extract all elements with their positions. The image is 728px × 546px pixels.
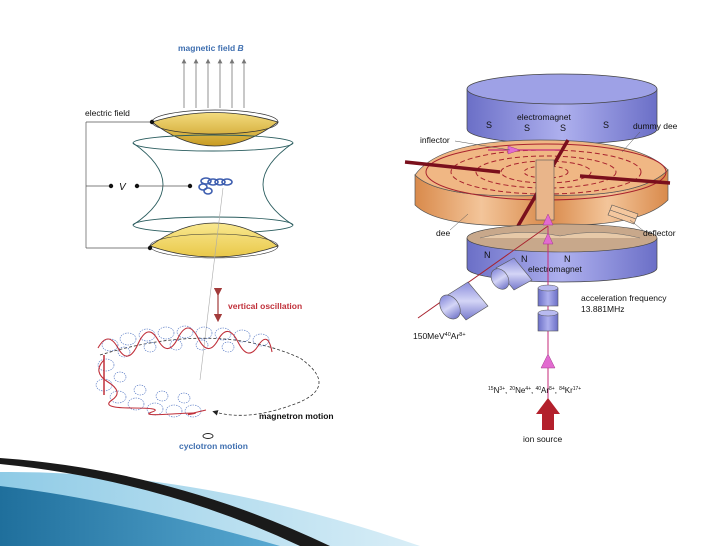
electromagnet-bottom-label: electromagnet xyxy=(528,264,583,274)
acceleration-frequency-label: acceleration frequency xyxy=(581,293,667,303)
ion-source-arrow xyxy=(536,398,560,430)
pole-n-2: N xyxy=(521,254,528,264)
penning-trap-diagram: magnetic field B xyxy=(85,43,334,451)
beam-out-label: 150MeV40Ar8+ xyxy=(413,331,466,341)
bottom-electrode xyxy=(149,222,279,258)
electromagnet-top-label: electromagnet xyxy=(517,112,572,122)
deflector-leader xyxy=(629,219,646,233)
beam-tube-2 xyxy=(439,281,489,321)
pole-n-3: N xyxy=(564,254,571,264)
deflector xyxy=(607,204,639,225)
acceleration-frequency-value: 13.881MHz xyxy=(581,304,624,314)
deflector-label: deflector xyxy=(643,228,676,238)
cyclotron-diagram: electromagnet S S S S xyxy=(404,73,678,444)
top-electrode xyxy=(151,112,279,147)
voltage-label: V xyxy=(119,182,127,193)
electric-field-label: electric field xyxy=(85,108,130,118)
pole-s-1: S xyxy=(486,120,492,130)
beam-tube-1 xyxy=(490,257,533,291)
pole-s-3: S xyxy=(560,123,566,133)
trapped-ion-spiral xyxy=(198,177,233,195)
vertical-oscillation-label: vertical oscillation xyxy=(228,301,302,311)
cyclotron-motion-icon xyxy=(202,433,214,439)
inflector-leader xyxy=(454,140,511,151)
injection-arrows xyxy=(540,213,556,369)
electric-field-circuit xyxy=(85,121,190,249)
inflector-label: inflector xyxy=(420,135,450,145)
magnetic-field-arrows xyxy=(181,58,247,108)
dummy-dee-label: dummy dee xyxy=(633,121,678,131)
inflector-beam xyxy=(488,145,560,155)
footer-swoosh xyxy=(0,458,420,546)
dee-leader xyxy=(449,213,469,231)
pole-n-1: N xyxy=(484,250,491,260)
ion-source-label: ion source xyxy=(523,434,562,444)
pole-s-2: S xyxy=(524,123,530,133)
pole-s-4: S xyxy=(603,120,609,130)
top-electromagnet xyxy=(466,73,658,145)
hyperbolic-ring xyxy=(132,134,294,234)
magnetron-motion-label: magnetron motion xyxy=(259,411,334,421)
dee-label: dee xyxy=(436,228,450,238)
magnetic-field-label: magnetic field B xyxy=(178,43,244,53)
orbit-motion-diagram xyxy=(95,325,320,418)
cyclotron-motion-label: cyclotron motion xyxy=(179,441,248,451)
circuit-nodes xyxy=(108,119,193,251)
injection-cylinders xyxy=(537,284,559,332)
trap-axis-line xyxy=(199,187,224,381)
central-post xyxy=(535,159,555,221)
ion-species-label: 15N3+, 20Ne4+, 40Ar8+, 84Kr17+ xyxy=(488,386,581,395)
dummy-dee-leader xyxy=(621,131,641,153)
